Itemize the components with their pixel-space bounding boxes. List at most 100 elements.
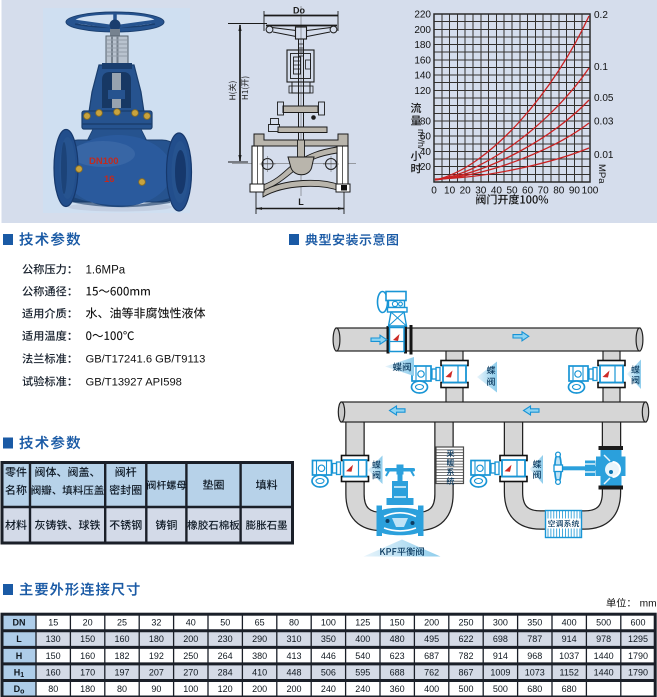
svg-text:160: 160 — [114, 634, 129, 644]
svg-text:867: 867 — [458, 667, 473, 677]
svg-text:0.03: 0.03 — [594, 117, 614, 128]
svg-text:125: 125 — [355, 618, 370, 628]
svg-text:762: 762 — [424, 667, 439, 677]
svg-text:60: 60 — [420, 132, 432, 143]
svg-text:70: 70 — [538, 186, 550, 197]
svg-text:1009: 1009 — [490, 667, 510, 677]
svg-text:220: 220 — [414, 10, 431, 21]
svg-text:978: 978 — [596, 634, 611, 644]
svg-text:160: 160 — [46, 667, 61, 677]
svg-text:90: 90 — [569, 186, 581, 197]
svg-text:50: 50 — [506, 186, 518, 197]
svg-text:500: 500 — [493, 684, 508, 694]
svg-text:180: 180 — [149, 634, 164, 644]
svg-text:350: 350 — [321, 634, 336, 644]
svg-text:200: 200 — [286, 684, 301, 694]
svg-text:DN100: DN100 — [89, 156, 119, 167]
svg-text:50: 50 — [220, 618, 230, 628]
svg-text:230: 230 — [218, 634, 233, 644]
svg-text:284: 284 — [218, 667, 233, 677]
svg-text:240: 240 — [355, 684, 370, 694]
svg-text:0.01: 0.01 — [594, 150, 614, 161]
svg-text:150: 150 — [80, 634, 95, 644]
svg-text:360: 360 — [390, 684, 405, 694]
svg-text:25: 25 — [117, 618, 127, 628]
svg-text:0.2: 0.2 — [594, 10, 608, 21]
svg-text:0.1: 0.1 — [594, 62, 608, 73]
svg-text:80: 80 — [289, 618, 299, 628]
svg-text:413: 413 — [286, 651, 301, 661]
svg-text:160: 160 — [80, 651, 95, 661]
svg-text:448: 448 — [286, 667, 301, 677]
svg-text:600: 600 — [630, 618, 645, 628]
svg-text:623: 623 — [390, 651, 405, 661]
svg-text:400: 400 — [424, 684, 439, 694]
svg-text:500: 500 — [596, 618, 611, 628]
svg-text:H: H — [16, 651, 23, 661]
svg-text:200: 200 — [414, 25, 431, 36]
svg-text:1790: 1790 — [628, 651, 648, 661]
svg-text:40: 40 — [420, 147, 432, 158]
svg-text:1295: 1295 — [628, 634, 648, 644]
svg-text:30: 30 — [475, 186, 487, 197]
svg-text:1037: 1037 — [559, 651, 579, 661]
svg-text:120: 120 — [218, 684, 233, 694]
svg-text:16: 16 — [104, 174, 115, 185]
svg-text:DN: DN — [13, 618, 26, 628]
svg-text:787: 787 — [527, 634, 542, 644]
svg-text:914: 914 — [493, 651, 508, 661]
svg-text:540: 540 — [355, 651, 370, 661]
svg-text:60: 60 — [522, 186, 534, 197]
svg-text:mm: mm — [640, 599, 657, 610]
svg-text:180: 180 — [414, 40, 431, 51]
svg-text:MPa: MPa — [596, 164, 607, 184]
svg-text:200: 200 — [252, 684, 267, 694]
svg-text:688: 688 — [390, 667, 405, 677]
svg-text:20: 20 — [420, 162, 432, 173]
svg-text:250: 250 — [183, 651, 198, 661]
svg-text:400: 400 — [562, 618, 577, 628]
svg-text:180: 180 — [80, 684, 95, 694]
svg-text:Do: Do — [293, 6, 305, 16]
svg-text:264: 264 — [218, 651, 233, 661]
svg-text:914: 914 — [562, 634, 577, 644]
svg-text:495: 495 — [424, 634, 439, 644]
svg-text:410: 410 — [252, 667, 267, 677]
svg-text:130: 130 — [46, 634, 61, 644]
svg-text:680: 680 — [562, 684, 577, 694]
svg-text:380: 380 — [252, 651, 267, 661]
svg-text:40: 40 — [491, 186, 503, 197]
svg-text:100: 100 — [582, 186, 599, 197]
svg-text:622: 622 — [458, 634, 473, 644]
svg-text:310: 310 — [286, 634, 301, 644]
svg-text:290: 290 — [252, 634, 267, 644]
svg-text:40: 40 — [186, 618, 196, 628]
svg-text:L: L — [16, 634, 22, 644]
svg-text:20: 20 — [83, 618, 93, 628]
svg-text:m³/h/: m³/h/ — [416, 129, 426, 150]
svg-text:300: 300 — [493, 618, 508, 628]
svg-text:687: 687 — [424, 651, 439, 661]
svg-text:506: 506 — [321, 667, 336, 677]
svg-text:100: 100 — [321, 618, 336, 628]
svg-text:GB/T17241.6 GB/T9113: GB/T17241.6 GB/T9113 — [86, 354, 206, 366]
svg-text:GB/T13927 API598: GB/T13927 API598 — [86, 377, 182, 389]
svg-text:15: 15 — [48, 618, 58, 628]
svg-text:65: 65 — [255, 618, 265, 628]
svg-text:120: 120 — [414, 86, 431, 97]
svg-text:1790: 1790 — [628, 667, 648, 677]
svg-text:250: 250 — [458, 618, 473, 628]
svg-text:0: 0 — [431, 186, 437, 197]
svg-text:100: 100 — [183, 684, 198, 694]
svg-text:1152: 1152 — [560, 667, 579, 677]
svg-text:10: 10 — [444, 186, 456, 197]
svg-text:170: 170 — [80, 667, 95, 677]
svg-text:698: 698 — [493, 634, 508, 644]
svg-text:480: 480 — [390, 634, 405, 644]
svg-text:207: 207 — [149, 667, 164, 677]
svg-text:240: 240 — [321, 684, 336, 694]
svg-text:140: 140 — [414, 71, 431, 82]
svg-text:0.05: 0.05 — [594, 93, 614, 104]
svg-text:968: 968 — [527, 651, 542, 661]
svg-text:1440: 1440 — [594, 667, 614, 677]
